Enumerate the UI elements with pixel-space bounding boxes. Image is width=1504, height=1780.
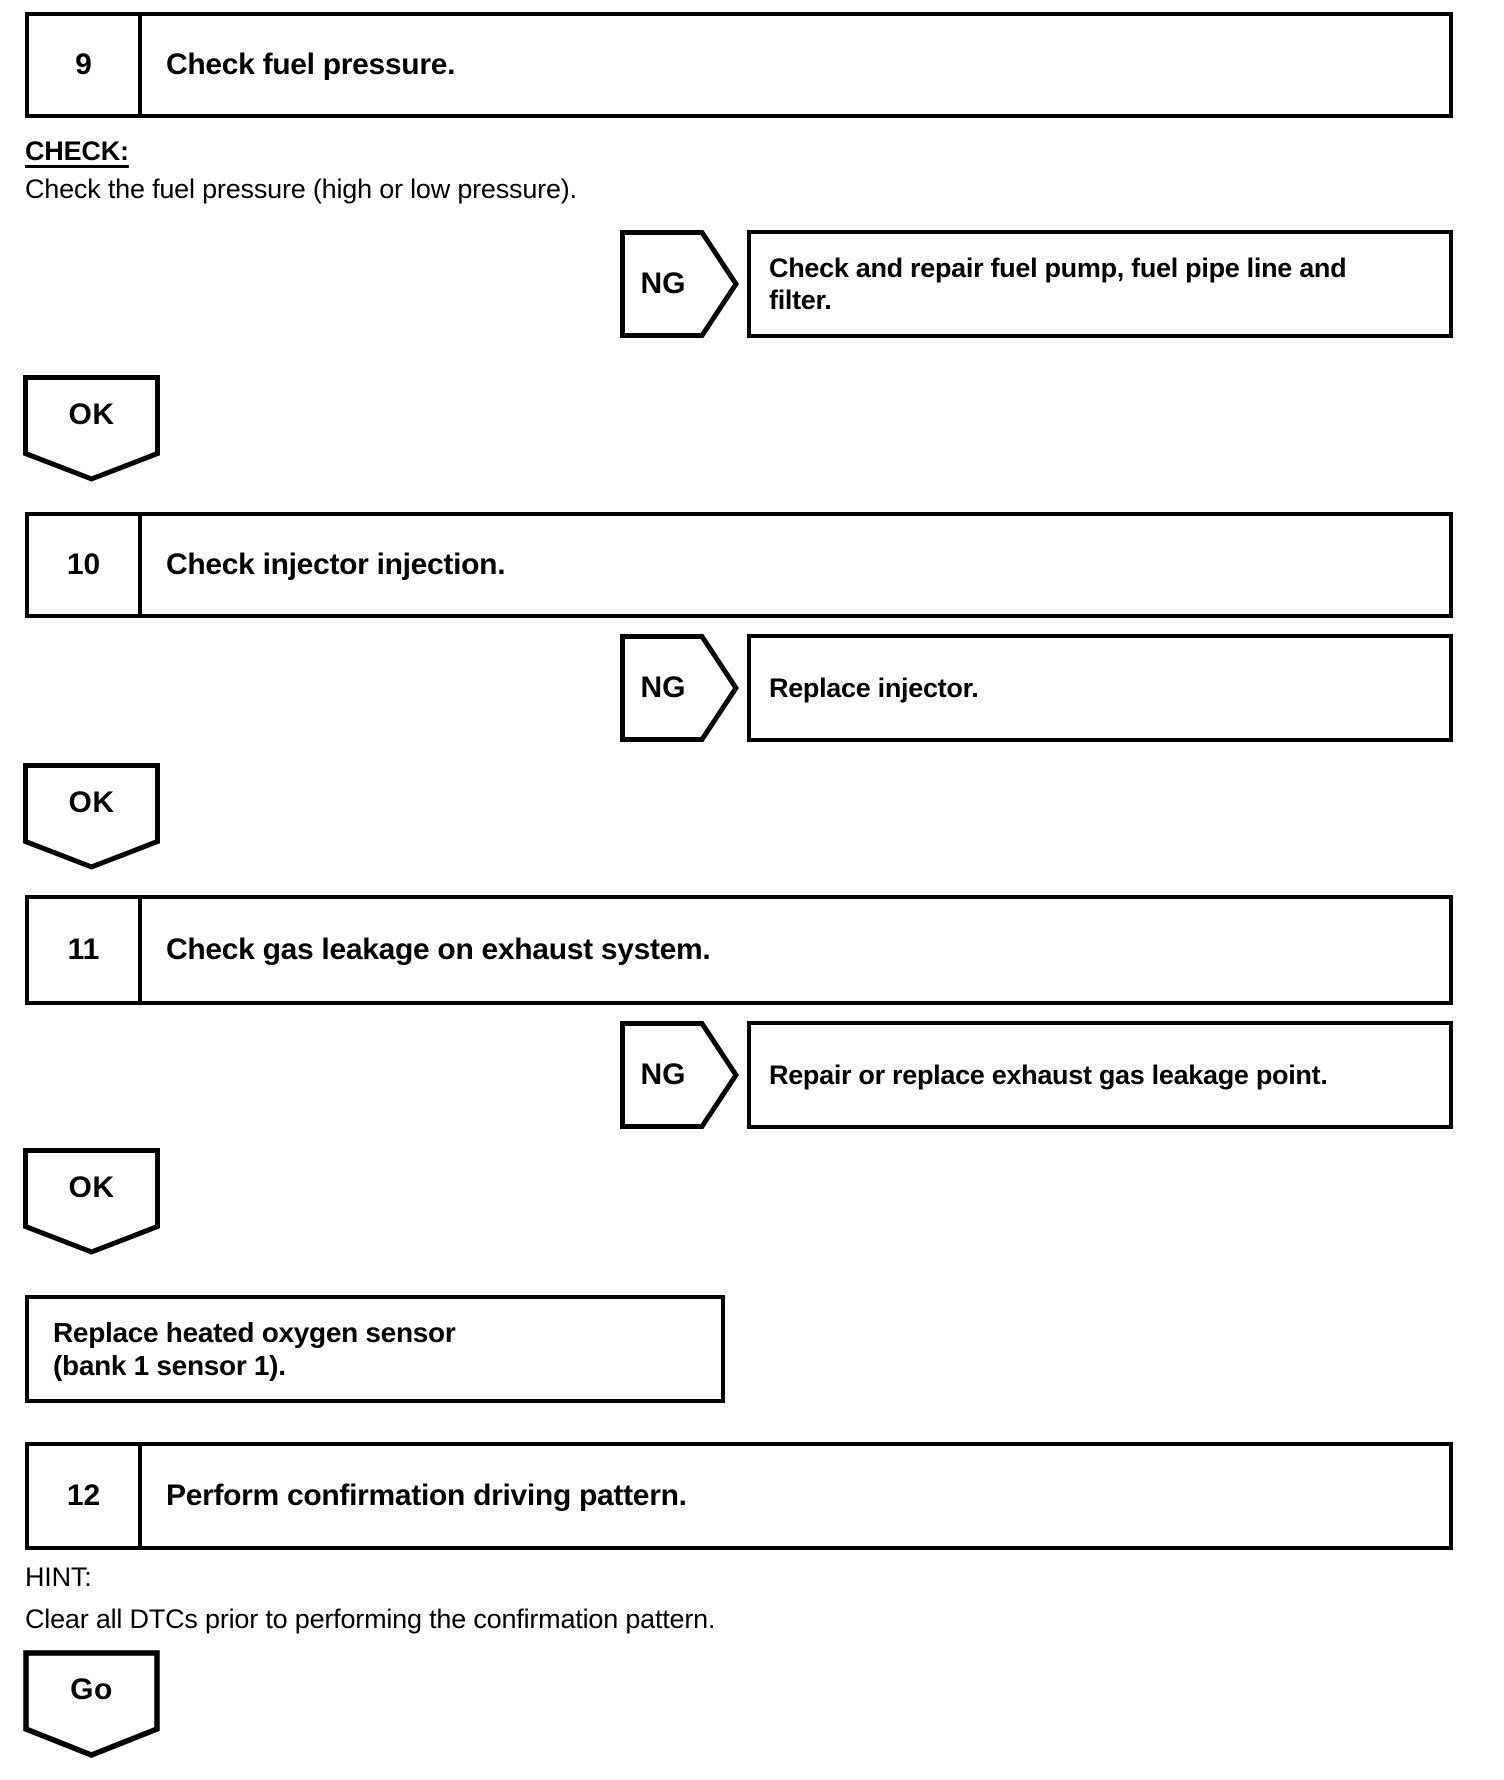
step-title: Check fuel pressure. — [166, 48, 456, 81]
ok-connector-1: OK — [23, 375, 160, 482]
ng-label: NG — [640, 1058, 686, 1091]
ng-pointer-icon: NG — [620, 1021, 740, 1129]
step-title: Check gas leakage on exhaust system. — [166, 933, 711, 966]
step-number: 11 — [29, 899, 142, 1001]
step-box-9: 9 Check fuel pressure. — [25, 12, 1453, 118]
ng-pointer-icon: NG — [620, 230, 740, 338]
ng-pointer-icon: NG — [620, 634, 740, 742]
action-box-replace-oxygen-sensor: Replace heated oxygen sensor (bank 1 sen… — [25, 1295, 725, 1403]
ng-result-box: Repair or replace exhaust gas leakage po… — [747, 1021, 1453, 1129]
ok-label: OK — [68, 397, 115, 431]
step-number: 10 — [29, 516, 142, 614]
ok-connector-3: OK — [23, 1148, 160, 1255]
step-box-11: 11 Check gas leakage on exhaust system. — [25, 895, 1453, 1005]
check-body-text: Check the fuel pressure (high or low pre… — [25, 174, 577, 204]
ok-connector-2: OK — [23, 763, 160, 870]
ng-row-3: NG Repair or replace exhaust gas leakage… — [620, 1021, 1453, 1129]
step-title: Check injector injection. — [166, 548, 506, 581]
ng-row-1: NG Check and repair fuel pump, fuel pipe… — [620, 230, 1453, 338]
ng-label: NG — [640, 671, 686, 704]
check-heading: CHECK: — [25, 136, 129, 166]
ng-result-box: Replace injector. — [747, 634, 1453, 742]
ok-label: OK — [68, 1170, 115, 1204]
ok-label: OK — [68, 785, 115, 819]
ng-row-2: NG Replace injector. — [620, 634, 1453, 742]
go-label: Go — [70, 1672, 113, 1706]
ng-label: NG — [640, 267, 686, 300]
step-title: Perform confirmation driving pattern. — [166, 1479, 687, 1512]
hint-body-text: Clear all DTCs prior to performing the c… — [25, 1604, 716, 1634]
step-box-12: 12 Perform confirmation driving pattern. — [25, 1442, 1453, 1550]
step-number: 12 — [29, 1446, 142, 1546]
step-box-10: 10 Check injector injection. — [25, 512, 1453, 618]
hint-heading: HINT: — [25, 1562, 92, 1592]
go-connector: Go — [23, 1650, 160, 1758]
step-number: 9 — [29, 16, 142, 114]
ng-result-box: Check and repair fuel pump, fuel pipe li… — [747, 230, 1453, 338]
